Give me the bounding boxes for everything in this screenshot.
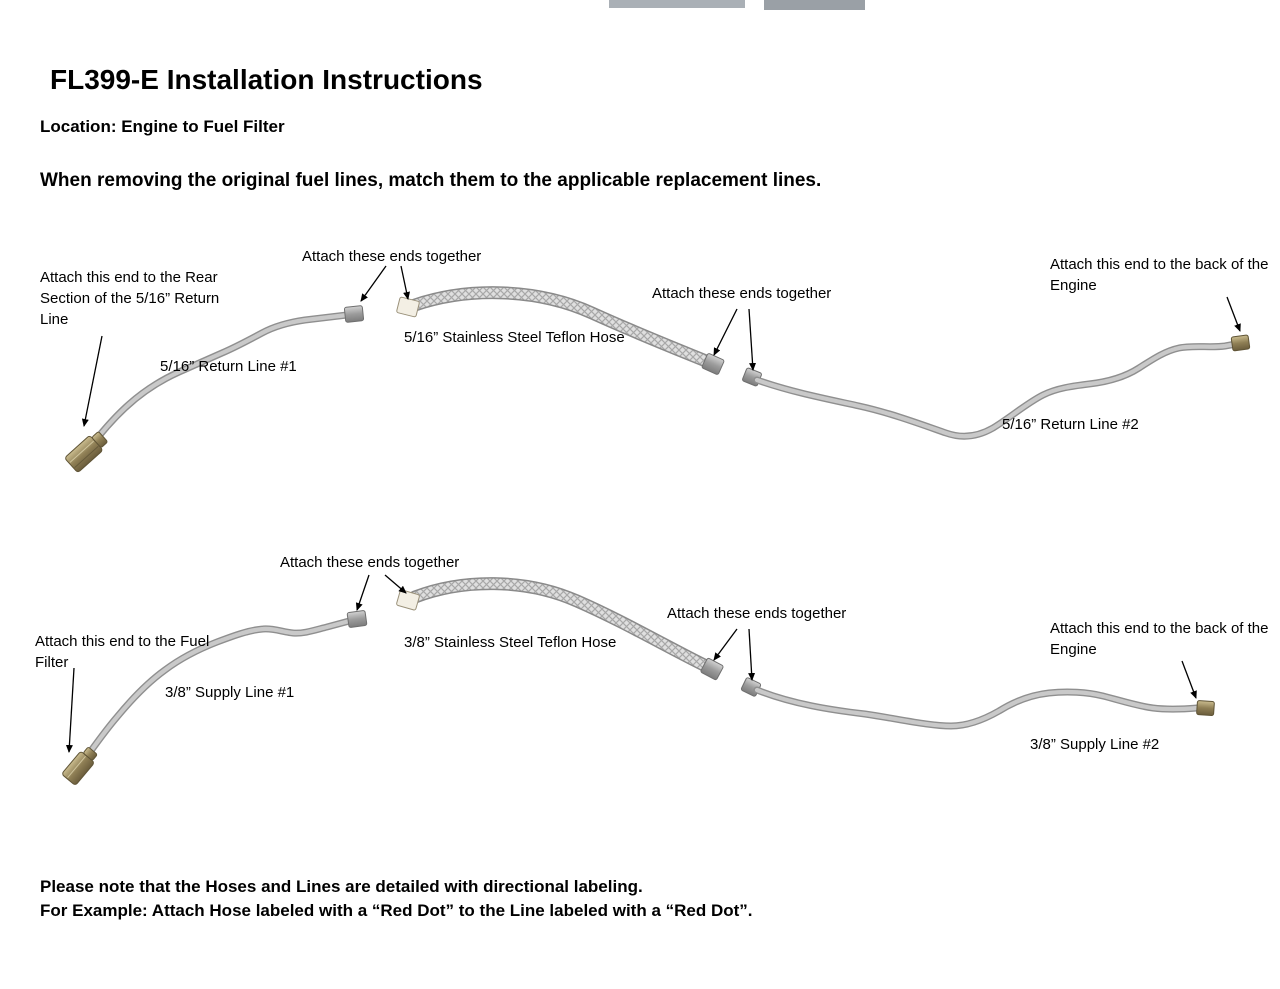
note-red-dot-example: For Example: Attach Hose labeled with a …: [40, 901, 753, 920]
supply-hose-left-fitting: [396, 589, 420, 611]
supply-line-1: [79, 616, 357, 766]
return-line-1-filter-fitting: [65, 431, 108, 473]
note-directional-labeling: Please note that the Hoses and Lines are…: [40, 877, 643, 896]
label-attach-fuel-filter: Attach this end to the Fuel Filter: [35, 633, 210, 671]
supply-hose-right-nut: [700, 657, 724, 681]
label-supply-hose: 3/8” Stainless Steel Teflon Hose: [404, 634, 617, 651]
label-return-attach-together-2: Attach these ends together: [652, 285, 832, 302]
label-return-attach-engine: Attach this end to the back of the Engin…: [1050, 256, 1269, 294]
arrow-return-join1-left: [360, 265, 387, 302]
return-line-1: [84, 311, 351, 454]
label-return-line-2: 5/16” Return Line #2: [1002, 416, 1139, 433]
arrow-supply-join1-left: [355, 574, 370, 611]
label-supply-attach-engine: Attach this end to the back of the Engin…: [1050, 620, 1269, 658]
label-supply-attach-together-2: Attach these ends together: [667, 605, 847, 622]
top-edge-fragment-left: [609, 0, 745, 8]
label-return-line-1: 5/16” Return Line #1: [160, 358, 297, 375]
top-edge-fragment-right: [764, 0, 865, 10]
supply-line-1-filter-fitting: [62, 747, 98, 785]
page-title: FL399-E Installation Instructions: [50, 64, 483, 95]
return-hose: [408, 286, 713, 368]
arrow-return-join2-right: [748, 308, 757, 371]
return-hose-right-nut: [701, 353, 725, 375]
instruction-text: When removing the original fuel lines, m…: [40, 170, 822, 191]
annotation-arrows: [65, 265, 1241, 753]
arrow-return-join1-right: [400, 265, 410, 300]
return-line-2-engine-fitting: [1230, 334, 1251, 352]
arrow-supply-join1-right: [384, 574, 407, 594]
arrow-return-rear-end: [81, 335, 103, 427]
label-attach-rear-section: Attach this end to the Rear Section of t…: [40, 269, 220, 328]
arrow-return-join2-left: [713, 308, 738, 356]
arrow-supply-join2-left: [713, 628, 738, 661]
arrow-supply-filter-end: [65, 667, 75, 753]
supply-line-1-end-nut: [346, 610, 368, 628]
arrow-supply-join2-right: [748, 628, 756, 681]
label-return-attach-together-1: Attach these ends together: [302, 248, 482, 265]
label-supply-line-2: 3/8” Supply Line #2: [1030, 736, 1160, 753]
location-subtitle: Location: Engine to Fuel Filter: [40, 117, 285, 136]
supply-line-2: [753, 686, 1201, 730]
arrow-supply-engine-end: [1181, 660, 1197, 699]
return-line-2: [753, 340, 1240, 440]
label-return-hose: 5/16” Stainless Steel Teflon Hose: [404, 329, 625, 346]
return-line-1-end-nut: [343, 305, 365, 323]
arrow-return-engine-end: [1226, 296, 1241, 332]
supply-line-2-engine-fitting: [1196, 700, 1215, 716]
label-supply-line-1: 3/8” Supply Line #1: [165, 684, 295, 701]
supply-hose: [408, 577, 713, 673]
label-supply-attach-together-1: Attach these ends together: [280, 554, 460, 571]
